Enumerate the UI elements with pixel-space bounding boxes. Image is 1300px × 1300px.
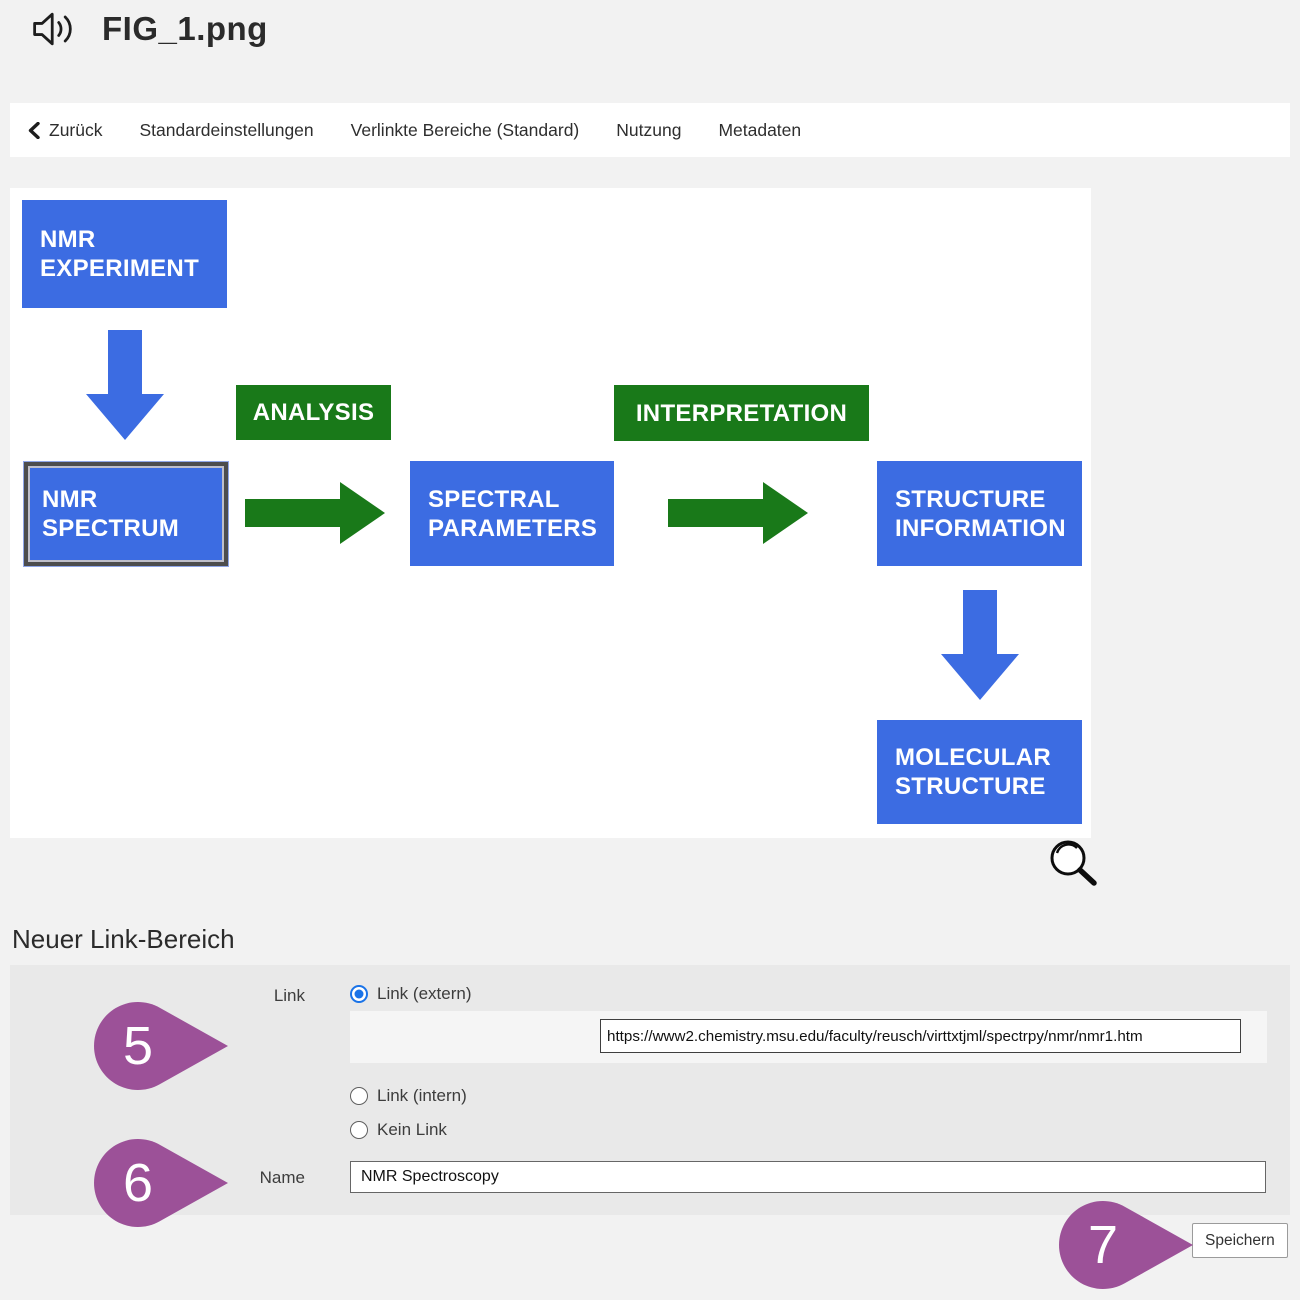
- radio-link-extern-label: Link (extern): [377, 984, 472, 1003]
- speaker-icon[interactable]: [30, 10, 80, 48]
- save-button[interactable]: Speichern: [1192, 1223, 1288, 1258]
- radio-row-kein-link: Kein Link: [350, 1120, 447, 1140]
- arrow-right-icon: [668, 482, 808, 544]
- arrow-down-icon: [86, 330, 164, 440]
- flow-box-molecular-structure: MOLECULAR STRUCTURE: [877, 720, 1082, 824]
- region-name-input[interactable]: [350, 1161, 1266, 1193]
- radio-link-extern[interactable]: [350, 985, 368, 1003]
- flow-box-nmr-experiment: NMR EXPERIMENT: [22, 200, 227, 308]
- radio-kein-link-label: Kein Link: [377, 1120, 447, 1139]
- flow-box-nmr-spectrum-selected-region[interactable]: NMR SPECTRUM: [24, 462, 228, 566]
- section-heading: Neuer Link-Bereich: [12, 924, 235, 954]
- flow-box-structure-information: STRUCTURE INFORMATION: [877, 461, 1082, 566]
- radio-row-link-extern: Link (extern): [350, 984, 471, 1004]
- flow-box-analysis: ANALYSIS: [236, 385, 391, 440]
- nav-item-standardeinstellungen[interactable]: Standardeinstellungen: [139, 119, 314, 140]
- radio-kein-link[interactable]: [350, 1121, 368, 1139]
- external-url-input[interactable]: [600, 1019, 1241, 1053]
- name-field-label: Name: [259, 1168, 305, 1187]
- header: FIG_1.png: [30, 10, 268, 48]
- flow-box-interpretation: INTERPRETATION: [614, 385, 869, 441]
- arrow-down-icon: [941, 590, 1019, 700]
- radio-link-intern-label: Link (intern): [377, 1086, 467, 1105]
- back-label: Zurück: [49, 119, 103, 140]
- nav-item-nutzung[interactable]: Nutzung: [616, 119, 682, 140]
- figure-image[interactable]: NMR EXPERIMENT ANALYSIS NMR SPECTRUM SPE…: [10, 188, 1091, 838]
- radio-row-link-intern: Link (intern): [350, 1086, 467, 1106]
- page-title: FIG_1.png: [102, 10, 268, 47]
- chevron-left-icon: [28, 121, 40, 139]
- marker-number: 7: [1088, 1215, 1118, 1275]
- nav-item-verlinkte-bereiche[interactable]: Verlinkte Bereiche (Standard): [350, 119, 580, 140]
- link-region-form: Link Link (extern) Link (intern) Kein Li…: [10, 965, 1290, 1215]
- link-field-label: Link: [273, 986, 305, 1005]
- back-button[interactable]: Zurück: [28, 120, 102, 141]
- navbar: Zurück Standardeinstellungen Verlinkte B…: [10, 103, 1290, 157]
- zoom-magnifier-icon[interactable]: [1044, 836, 1102, 888]
- nav-item-metadaten[interactable]: Metadaten: [718, 119, 802, 140]
- flow-box-spectral-parameters: SPECTRAL PARAMETERS: [410, 461, 614, 566]
- arrow-right-icon: [245, 482, 385, 544]
- radio-link-intern[interactable]: [350, 1087, 368, 1105]
- url-field-strip: [350, 1011, 1267, 1063]
